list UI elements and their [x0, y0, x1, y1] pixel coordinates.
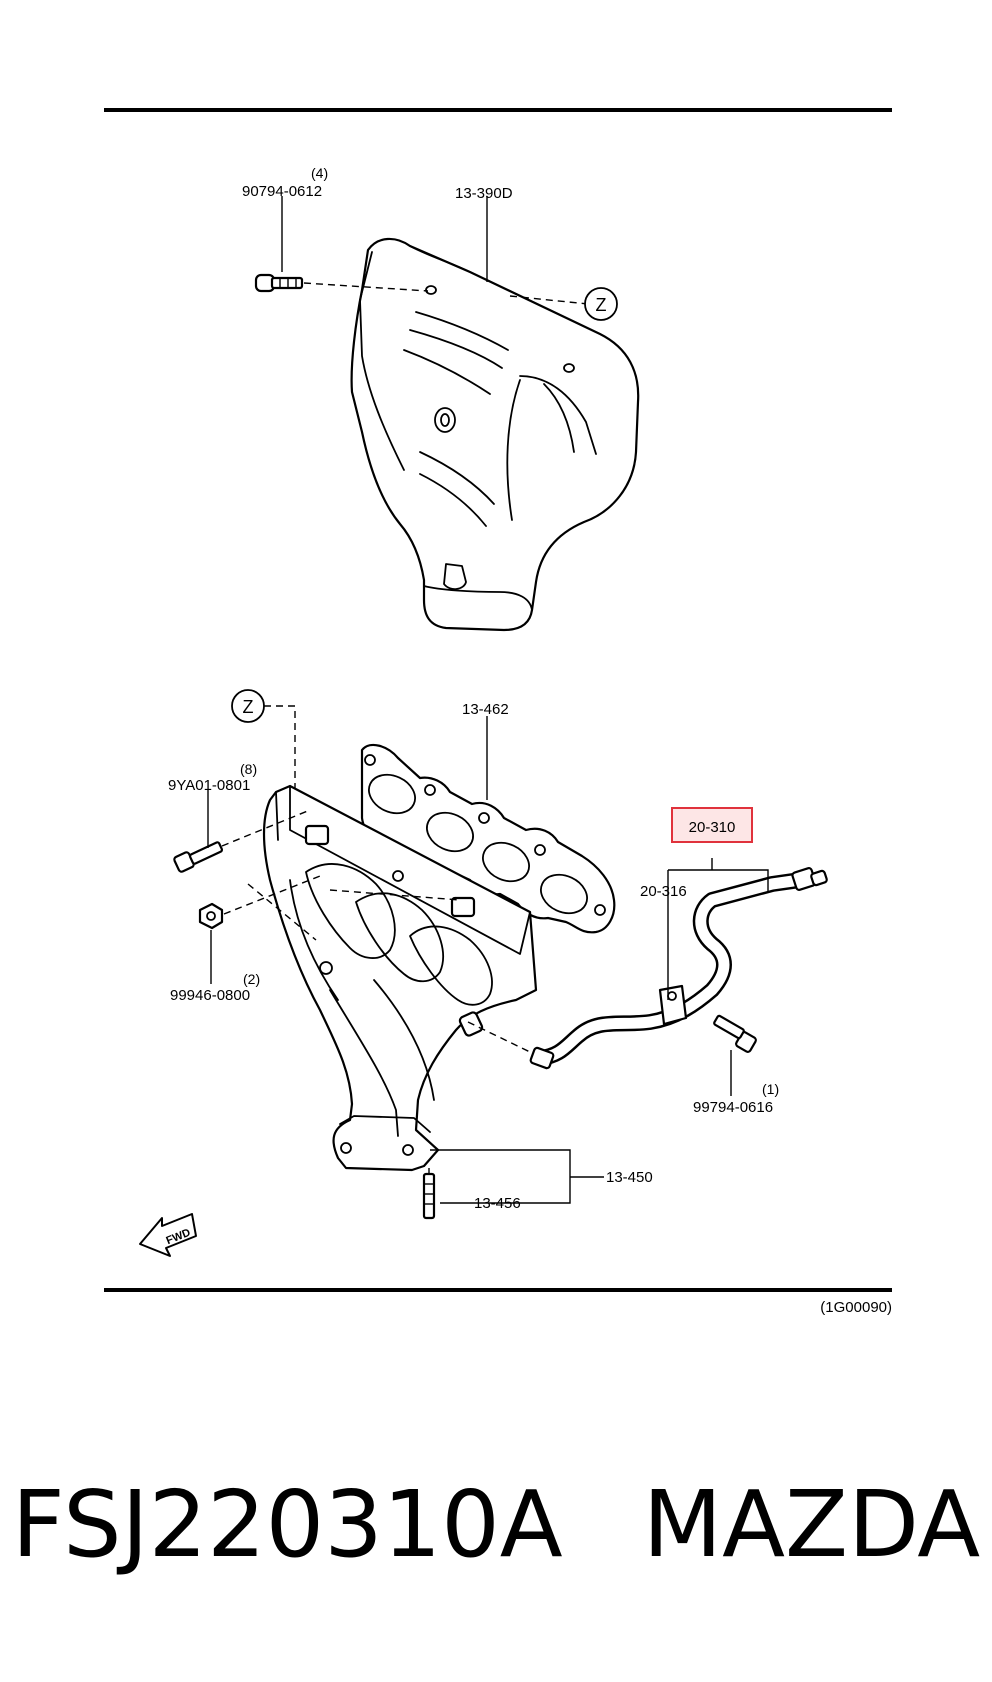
bolt-9YA01-0801[interactable]	[173, 841, 224, 873]
qty-99794-0616: (1)	[762, 1081, 779, 1097]
qty-9YA01-0801: (8)	[240, 761, 257, 777]
part-number: FSJ220310A	[11, 1471, 563, 1578]
footer-caption: FSJ220310A MAZDA	[0, 1470, 992, 1580]
label-90794-0612: 90794-0612	[242, 183, 322, 200]
bolt-90794-0612[interactable]	[254, 273, 304, 293]
pipe-20-310[interactable]	[529, 867, 828, 1070]
stud-13-456[interactable]	[422, 1172, 436, 1220]
label-13-390D: 13-390D	[455, 185, 513, 202]
label-99946-0800: 99946-0800	[170, 987, 250, 1004]
fwd-arrow-icon: FWD	[139, 1213, 197, 1257]
callout-z-bottom: Z	[231, 689, 265, 723]
label-13-456: 13-456	[474, 1195, 521, 1212]
label-13-450: 13-450	[606, 1169, 653, 1186]
label-9YA01-0801: 9YA01-0801	[168, 777, 250, 794]
svg-text:Z: Z	[243, 697, 254, 717]
label-99794-0616: 99794-0616	[693, 1099, 773, 1116]
label-20-310: 20-310	[689, 819, 736, 836]
exhaust-manifold-13-450[interactable]	[262, 784, 538, 1172]
highlight-box-20-310	[671, 807, 753, 843]
qty-99946-0800: (2)	[243, 971, 260, 987]
label-20-316: 20-316	[640, 883, 687, 900]
label-13-462: 13-462	[462, 701, 509, 718]
bracket-20-316[interactable]	[658, 984, 688, 1026]
bolt-99794-0616[interactable]	[713, 1014, 757, 1053]
nut-99946-0800[interactable]	[198, 902, 224, 930]
reference-code: (1G00090)	[820, 1299, 892, 1316]
qty-90794-0612: (4)	[311, 165, 328, 181]
heat-shield[interactable]	[350, 237, 640, 632]
brand-name: MAZDA	[642, 1471, 981, 1578]
callout-z-top: Z	[584, 287, 618, 321]
svg-text:Z: Z	[596, 295, 607, 315]
